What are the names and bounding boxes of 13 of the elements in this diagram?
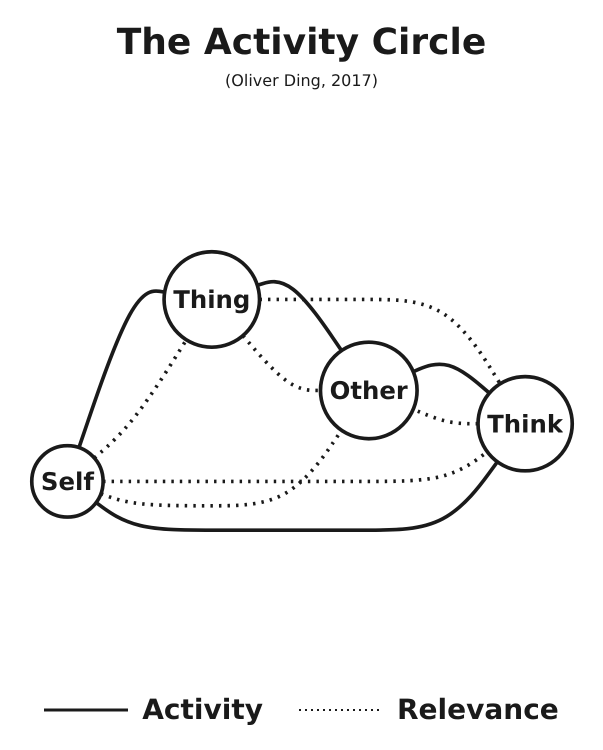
- node-circle: Self: [29, 443, 104, 518]
- node-circle: Other: [318, 340, 418, 440]
- legend-label: Activity: [142, 693, 263, 726]
- connector: [76, 288, 164, 448]
- caption: (Oliver Ding, 2017): [225, 71, 378, 90]
- connector: [241, 334, 320, 392]
- node-circle: Thing: [162, 249, 261, 349]
- connector: [259, 297, 502, 384]
- title: The Activity Circle: [116, 22, 486, 63]
- legend-label: Relevance: [396, 693, 559, 726]
- connector: [94, 460, 498, 532]
- connector: [412, 362, 490, 394]
- connector: [256, 279, 343, 352]
